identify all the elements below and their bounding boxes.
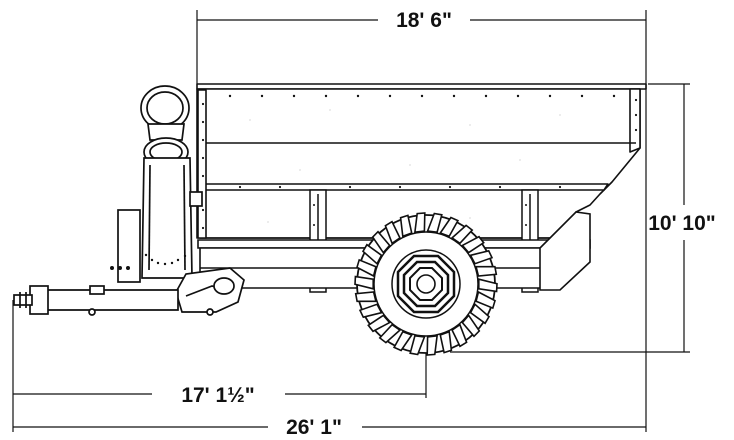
tire-lug [475,265,498,277]
front-hopper-plate [539,211,591,291]
dim-label-hitch-to-axle: 17' 1½" [181,384,254,407]
tire-lug [451,323,468,348]
auger-neck [147,123,185,141]
tire-lugs [354,212,498,356]
grain-box-top-rim [196,83,647,90]
dim-label-height: 10' 10" [648,212,716,235]
tire-lug [461,235,485,254]
dim-label-box-length: 18' 6" [396,9,452,32]
tire-lug [371,230,391,254]
tire-lug [356,258,377,278]
hitch-tongue [13,285,214,316]
tire-lug [475,290,496,310]
grain-box-front-flare [629,88,641,153]
tire-lug [354,291,377,303]
tire-lug [426,334,439,356]
auger-rivets [110,253,187,270]
hub-cap [416,274,436,294]
auger [117,85,203,283]
grain-box-rear-post [197,89,207,239]
tire-lug [439,216,460,238]
auger-bracket [117,209,141,283]
rivets-top [201,94,638,230]
tire-lug [426,212,443,234]
jack-foot [88,308,96,316]
jack-mount [89,285,105,295]
tire-lug [469,303,491,325]
dimension-lines [12,10,690,432]
tire-lug [367,314,391,333]
tire-lug [399,214,413,238]
tire-lug [409,334,426,356]
wheel [354,212,498,356]
tire-lug [361,243,383,265]
tire-lug [469,249,494,265]
tire-lug [378,323,402,344]
tire-lug [384,220,401,245]
tire-lug [413,212,426,234]
tire-lug [354,275,375,290]
grain-box-lower-rail [199,183,609,191]
hitch-pin [13,294,33,306]
tongue-beam [35,289,179,311]
drive-housing [175,267,245,313]
tire-lug [461,314,481,338]
tire-lug [450,224,474,245]
tire-lug [358,303,383,319]
tire-lug [477,278,498,293]
tire-lug [392,330,413,352]
panel-specks [249,109,561,223]
tire-lug [439,330,453,354]
drive-housing-body [175,267,245,313]
dim-label-overall-length: 26' 1" [286,416,342,439]
